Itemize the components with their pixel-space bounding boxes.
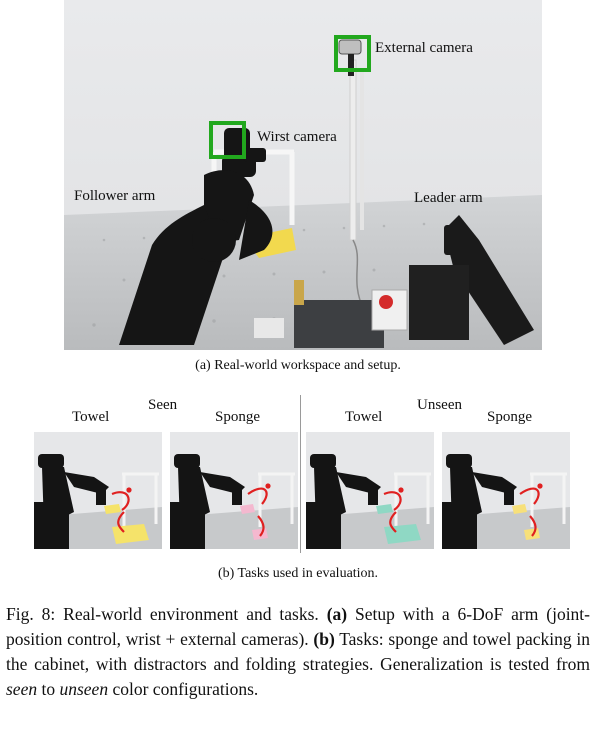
group-title-seen: Seen	[148, 397, 178, 413]
task-label-seen-towel: Towel	[72, 409, 110, 425]
wirst-camera-label: Wirst camera	[257, 129, 337, 145]
task-photo-seen-towel	[34, 432, 162, 549]
task-photo-unseen-towel	[306, 432, 434, 549]
subfigure-a-caption: (a) Real-world workspace and setup.	[195, 358, 401, 373]
leader-arm-label: Leader arm	[414, 190, 483, 206]
caption-seen-word: seen	[6, 679, 38, 699]
figure-number: Fig. 8:	[6, 604, 56, 624]
caption-marker-b: (b)	[313, 629, 335, 649]
task-photo-seen-sponge	[170, 432, 298, 549]
subfigure-b-caption: (b) Tasks used in evaluation.	[217, 566, 379, 581]
caption-text-3: Tasks: sponge and towel packing in the c…	[6, 629, 590, 674]
caption-text-2: Setup with a 6-DoF arm (joint-position c…	[6, 604, 590, 649]
task-photo-unseen-sponge	[442, 432, 570, 549]
external-camera-label: External camera	[375, 40, 473, 56]
workspace-photo	[64, 0, 542, 350]
figure-caption: Fig. 8: Real-world environment and tasks…	[6, 602, 590, 702]
caption-text-1: Real-world environment and tasks.	[55, 604, 327, 624]
follower-arm-label: Follower arm	[74, 188, 156, 204]
group-title-unseen: Unseen	[417, 397, 462, 413]
task-label-unseen-towel: Towel	[345, 409, 383, 425]
task-label-unseen-sponge: Sponge	[487, 409, 532, 425]
caption-text-4: to	[37, 679, 60, 699]
caption-text-5: color configurations.	[108, 679, 259, 699]
caption-marker-a: (a)	[326, 604, 348, 624]
task-label-seen-sponge: Sponge	[215, 409, 260, 425]
group-divider	[300, 395, 301, 553]
caption-unseen-word: unseen	[59, 679, 109, 699]
